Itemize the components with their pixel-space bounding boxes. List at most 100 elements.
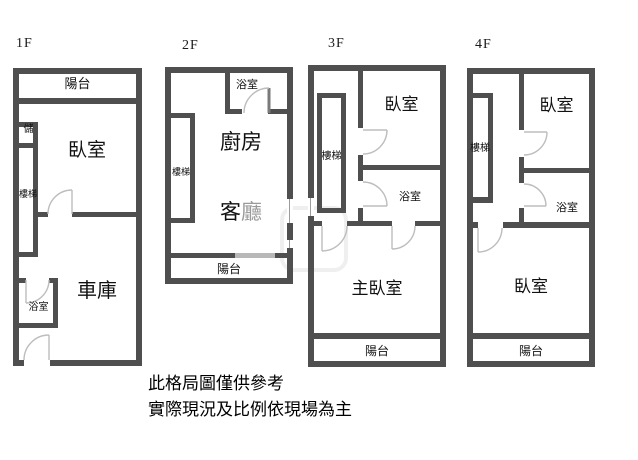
window-opening [287, 240, 293, 248]
wall-segment [19, 143, 38, 148]
window-opening [308, 198, 314, 216]
garage-door-opening [24, 360, 50, 366]
wall-segment [358, 71, 363, 128]
wall-segment [72, 212, 136, 217]
door-arc [477, 227, 503, 253]
wall-segment [358, 155, 363, 181]
door-arc [362, 129, 388, 155]
room-label-balcony: 陽台 [64, 76, 91, 91]
wall-segment [317, 98, 322, 213]
wall-segment [13, 68, 142, 74]
room-label-bathroom: 浴室 [28, 302, 49, 313]
wall-segment [519, 208, 524, 228]
wall-segment [314, 221, 322, 226]
wall-segment [33, 122, 38, 148]
room-label-stairs: 樓梯 [18, 189, 37, 199]
wall-segment [341, 98, 346, 213]
room-label-balcony: 陽台 [216, 262, 241, 276]
wall-segment [287, 67, 293, 284]
wall-segment [308, 361, 446, 367]
room-label-bedroom: 臥室 [67, 140, 106, 161]
room-label-storage: 儲 [23, 124, 34, 135]
wall-segment [488, 93, 493, 203]
window-marker [289, 199, 290, 223]
wall-segment [308, 65, 446, 71]
wall-segment [171, 113, 195, 118]
room-label-stairs: 樓梯 [321, 151, 342, 162]
wall-segment [473, 222, 478, 228]
room-label-bathroom: 浴室 [236, 79, 258, 91]
room-label-garage: 車庫 [77, 280, 117, 302]
door-arc [23, 334, 50, 361]
floor-title-1f: 1F [16, 36, 33, 51]
wall-segment [19, 252, 38, 257]
wall-segment [415, 221, 440, 226]
wall-segment [13, 68, 19, 366]
window-opening [287, 199, 293, 223]
wall-segment [363, 165, 440, 170]
room-label-kitchen: 廚房 [220, 130, 262, 154]
room-label-bathroom: 浴室 [556, 202, 578, 214]
wall-segment [33, 148, 38, 257]
room-label-bedroom-upper: 臥室 [539, 96, 574, 115]
room-label-balcony: 陽台 [518, 344, 543, 358]
wall-segment [13, 360, 142, 366]
wall-segment [467, 68, 473, 367]
wall-segment [19, 122, 38, 127]
wall-segment [190, 113, 195, 223]
floor-plan-4f: 臥室 樓梯 浴室 臥室 陽台 [467, 68, 595, 367]
door-arc [47, 189, 73, 215]
room-label-balcony: 陽台 [364, 344, 389, 358]
room-label-master-bedroom: 主臥室 [351, 279, 403, 298]
door-arc [243, 87, 270, 114]
wall-segment [136, 68, 142, 366]
room-label-bathroom: 浴室 [399, 191, 421, 203]
floor-title-2f: 2F [182, 38, 199, 53]
wall-segment [503, 222, 519, 228]
door-arc [523, 131, 548, 156]
room-label-stairs: 樓梯 [171, 167, 190, 177]
wall-segment [171, 253, 287, 258]
wall-segment [19, 98, 136, 104]
disclaimer-text: 此格局圖僅供參考 實際現況及比例依現場為主 [148, 371, 352, 423]
room-label-stairs: 樓梯 [470, 143, 490, 154]
wall-segment [358, 208, 363, 226]
room-label-living: 客廳 [195, 200, 287, 224]
wall-segment [473, 93, 493, 98]
wall-segment [53, 278, 58, 328]
wall-segment [524, 222, 589, 228]
room-label-bedroom: 臥室 [384, 95, 419, 114]
wall-segment [225, 109, 242, 114]
wall-segment [19, 278, 26, 283]
floor-title-3f: 3F [328, 36, 345, 51]
wall-segment [473, 197, 493, 203]
living-label-part2: 廳 [241, 200, 262, 224]
floor-plan-3f: 臥室 樓梯 浴室 主臥室 陽台 [308, 65, 446, 367]
wall-segment [268, 109, 287, 114]
living-label-part1: 客 [220, 200, 241, 224]
window-marker [310, 198, 311, 216]
wall-segment [19, 323, 58, 328]
wall-segment [38, 212, 48, 217]
wall-segment [317, 208, 346, 213]
wall-segment [317, 93, 346, 98]
wall-segment [347, 221, 392, 226]
door-arc [391, 225, 416, 250]
floor-plan-1f: 陽台 儲 臥室 樓梯 浴室 車庫 [13, 68, 142, 366]
wall-segment [308, 65, 314, 367]
wall-segment [519, 74, 524, 130]
wall-segment [467, 361, 595, 367]
wall-segment [165, 67, 293, 73]
floor-plan-2f: 浴室 廚房 樓梯 客廳 陽台 [165, 67, 293, 284]
disclaimer-line-2: 實際現況及比例依現場為主 [148, 400, 352, 419]
wall-segment [171, 218, 195, 223]
sliding-door-segment [235, 253, 275, 258]
door-arc [321, 225, 348, 252]
wall-segment [589, 68, 595, 367]
wall-segment [524, 168, 589, 173]
wall-segment [314, 333, 440, 339]
disclaimer-line-1: 此格局圖僅供參考 [148, 374, 284, 393]
wall-segment [519, 157, 524, 183]
wall-segment [440, 65, 446, 367]
